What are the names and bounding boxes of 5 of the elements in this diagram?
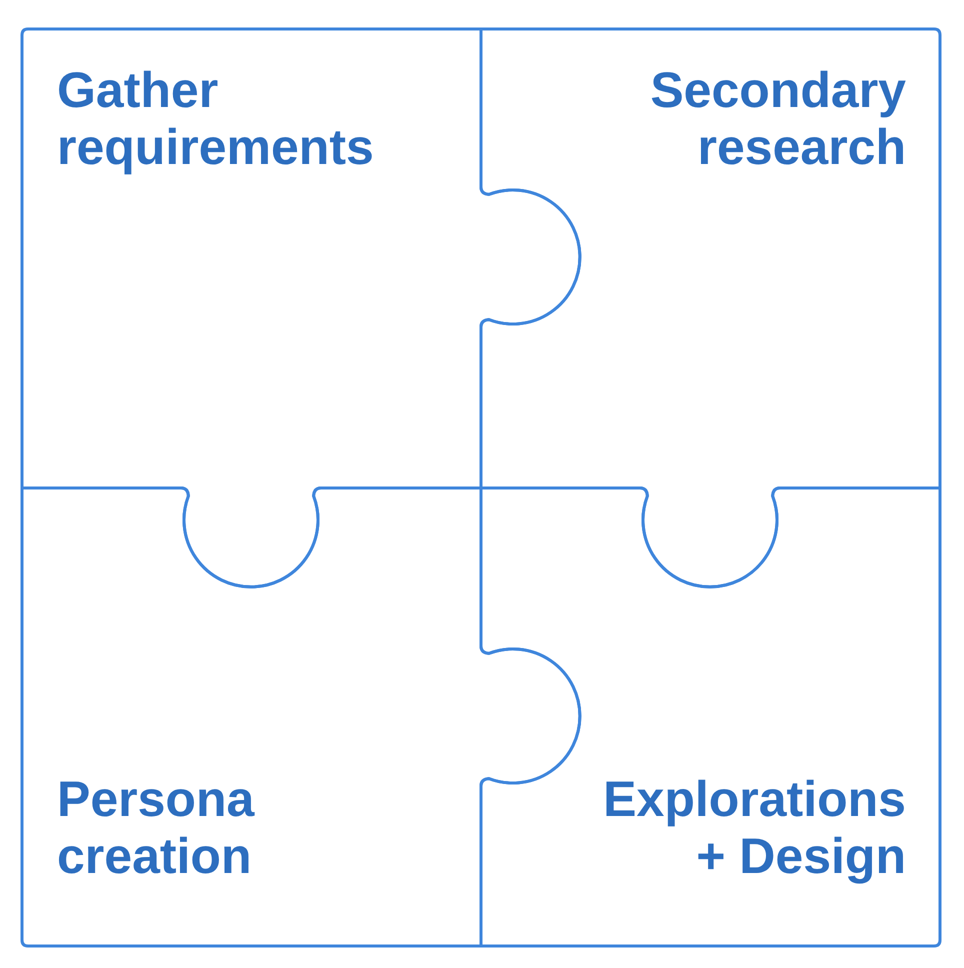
piece-label: Gather requirements: [57, 62, 375, 176]
puzzle-piece: [479, 486, 942, 948]
piece-label: Explorations + Design: [602, 771, 906, 885]
piece-label: Secondary research: [649, 62, 906, 176]
piece-label: Persona creation: [57, 771, 256, 885]
